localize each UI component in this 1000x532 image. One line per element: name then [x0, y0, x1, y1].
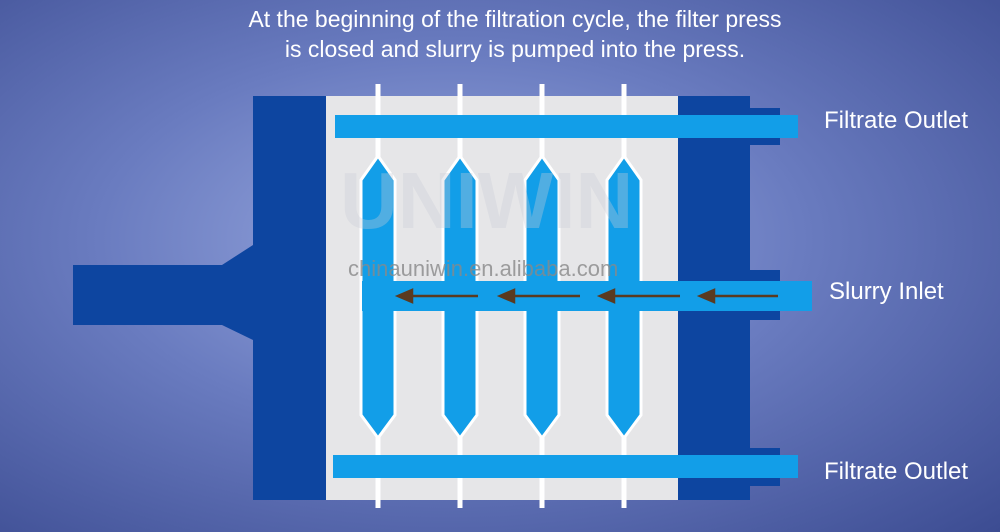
caption: At the beginning of the filtration cycle…	[0, 4, 1000, 64]
filtrate-pipe-top	[335, 115, 798, 138]
caption-line-1: At the beginning of the filtration cycle…	[248, 6, 782, 32]
caption-line-2: is closed and slurry is pumped into the …	[284, 36, 746, 62]
press-head	[73, 96, 326, 500]
filtrate-pipe-bottom	[333, 455, 798, 478]
flow-arrows	[394, 288, 778, 304]
label-filtrate-outlet-bottom: Filtrate Outlet	[824, 458, 969, 485]
watermark-logo: UNIWIN	[340, 156, 633, 245]
flow-arrow	[596, 288, 680, 304]
flow-arrow	[696, 288, 778, 304]
label-slurry-inlet: Slurry Inlet	[829, 278, 944, 305]
flow-arrow	[394, 288, 478, 304]
flow-arrow	[496, 288, 580, 304]
watermark-url: chinauniwin.en.alibaba.com	[348, 256, 618, 281]
label-filtrate-outlet-top: Filtrate Outlet	[824, 107, 969, 134]
